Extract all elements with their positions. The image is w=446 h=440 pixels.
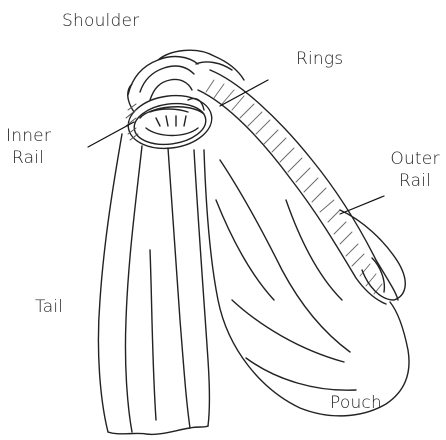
leader-rings [220,80,268,106]
leader-lines [88,80,384,214]
outer-rail-curl [340,210,405,300]
label-outer-rail-line1: Outer [388,148,442,170]
rings [125,90,215,153]
label-outer-rail-line2: Rail [388,170,442,192]
label-inner-rail: Inner Rail [6,125,50,169]
label-inner-rail-line1: Inner [6,125,50,147]
tail [98,134,209,434]
label-tail: Tail [35,296,63,318]
leader-outer-rail [340,196,384,214]
label-rings: Rings [296,48,343,70]
label-shoulder: Shoulder [62,10,139,32]
outer-rail [198,70,398,304]
leader-inner-rail [88,122,134,147]
label-pouch: Pouch [330,392,382,414]
label-inner-rail-line2: Rail [6,147,50,169]
label-outer-rail: Outer Rail [388,148,442,192]
